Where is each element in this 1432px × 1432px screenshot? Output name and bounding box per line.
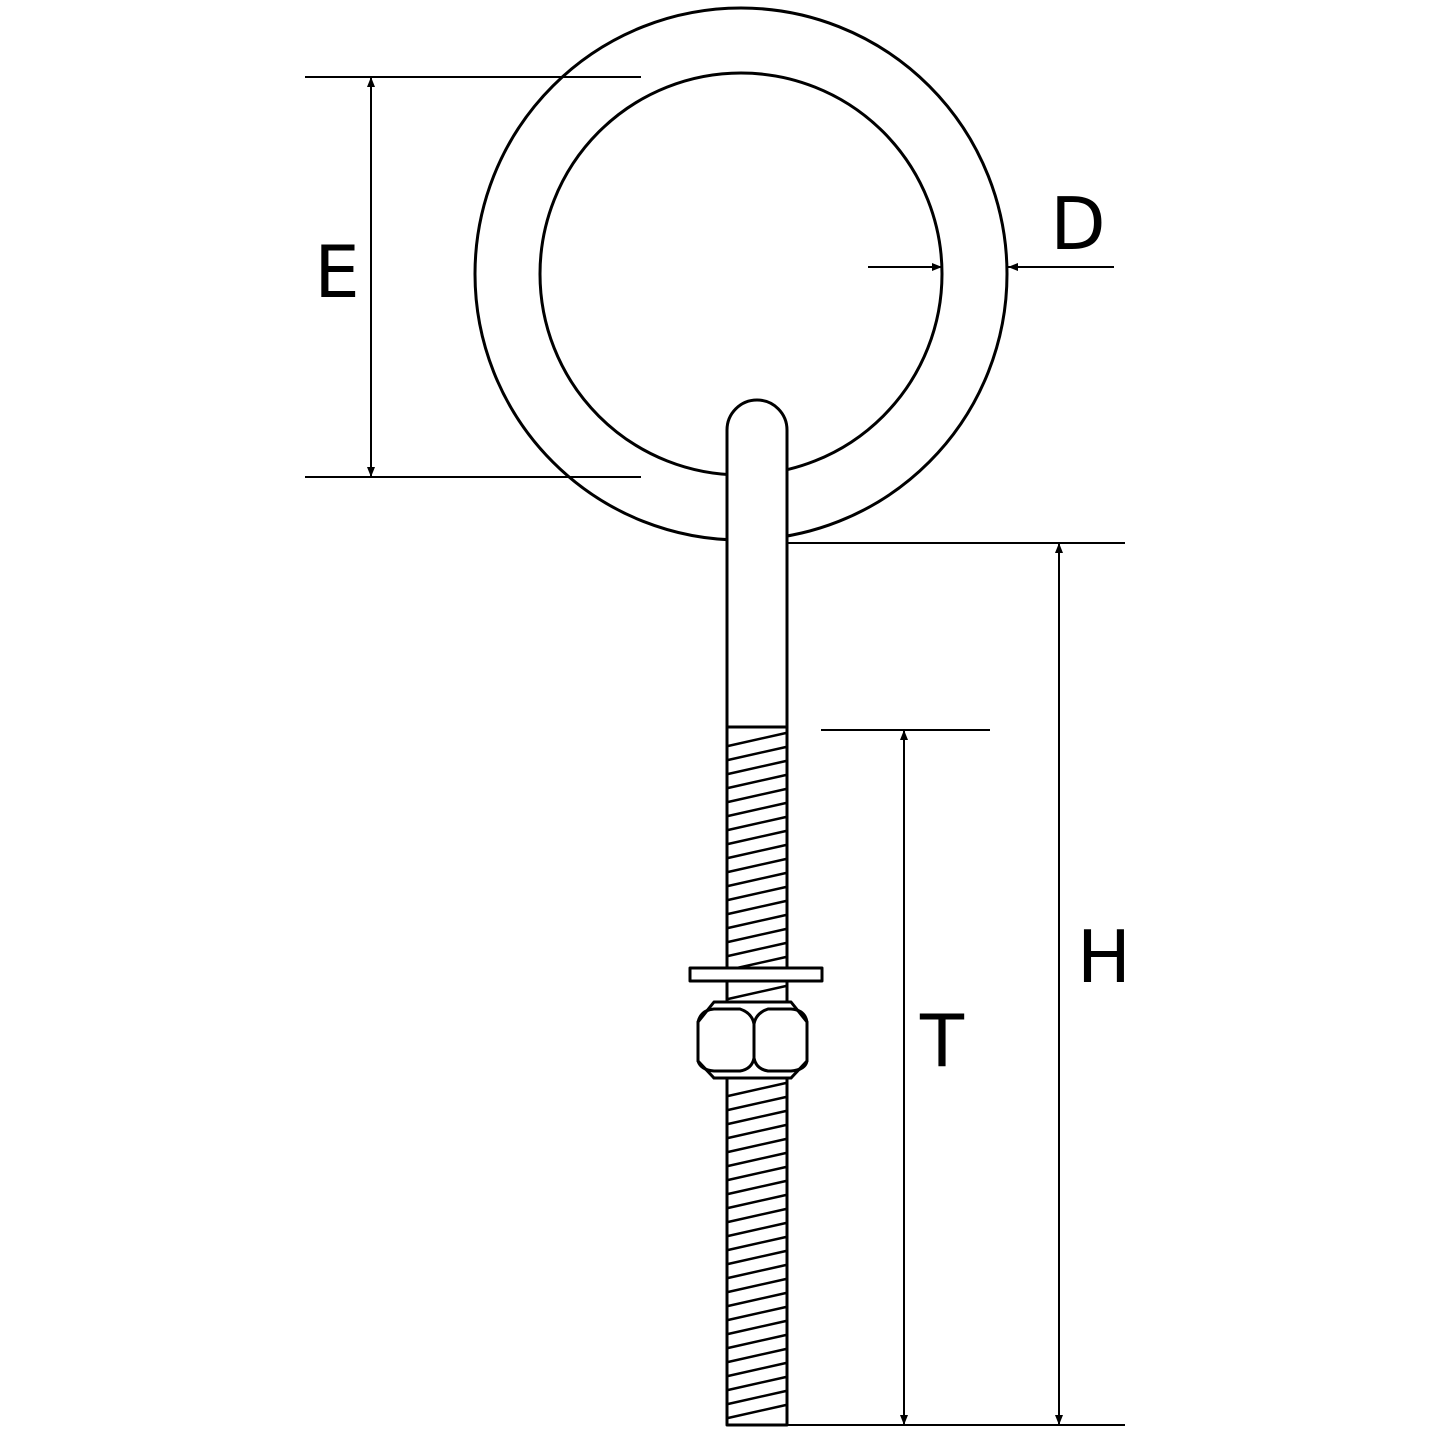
thread-line	[727, 1221, 787, 1238]
thread-line	[727, 1095, 787, 1112]
thread-line	[727, 1235, 787, 1252]
thread-line	[727, 1389, 787, 1406]
hex-nut	[696, 1000, 809, 1080]
thread-line	[727, 1081, 787, 1098]
dimension-h: H	[787, 542, 1131, 1426]
thread-line	[727, 787, 787, 804]
thread-line	[727, 1151, 787, 1168]
thread-line	[727, 759, 787, 776]
dimension-t: T	[821, 729, 990, 1425]
thread-line	[727, 1291, 787, 1308]
thread-line	[727, 927, 787, 944]
thread-line	[727, 829, 787, 846]
thread-line	[727, 1109, 787, 1126]
dimension-d-label: D	[1050, 182, 1105, 266]
thread-line	[727, 899, 787, 916]
thread-line	[727, 1403, 787, 1420]
thread-line	[727, 885, 787, 902]
thread-line	[727, 857, 787, 874]
thread-line	[727, 1375, 787, 1392]
thread-line	[727, 1305, 787, 1322]
thread-line	[727, 843, 787, 860]
dimension-e-label: E	[314, 230, 360, 314]
thread-line	[727, 984, 787, 1001]
thread-line	[727, 731, 787, 748]
thread-line	[727, 1179, 787, 1196]
thread-line	[727, 1333, 787, 1350]
thread-line	[727, 1123, 787, 1140]
thread-line	[727, 1137, 787, 1154]
thread-line	[727, 1207, 787, 1224]
shank	[725, 398, 789, 1427]
washer	[688, 966, 824, 983]
thread-line	[727, 913, 787, 930]
thread-line	[727, 1165, 787, 1182]
thread-line	[727, 941, 787, 958]
nut-right-face	[752, 1007, 809, 1073]
thread-hatching	[727, 731, 787, 1420]
thread-line	[727, 745, 787, 762]
shank-body	[725, 398, 789, 1427]
nut-left-face	[696, 1007, 756, 1073]
dimension-e: E	[305, 76, 641, 478]
thread-line	[727, 1193, 787, 1210]
thread-line	[727, 773, 787, 790]
dimension-h-label: H	[1077, 915, 1131, 999]
thread-line	[727, 1249, 787, 1266]
thread-line	[727, 801, 787, 818]
thread-line	[727, 1263, 787, 1280]
dimension-t-label: T	[919, 999, 965, 1083]
thread-line	[727, 1361, 787, 1378]
thread-line	[727, 1277, 787, 1294]
thread-line	[727, 1319, 787, 1336]
thread-line	[727, 1347, 787, 1364]
dimension-d: D	[868, 182, 1114, 271]
thread-line	[727, 815, 787, 832]
thread-line	[727, 871, 787, 888]
